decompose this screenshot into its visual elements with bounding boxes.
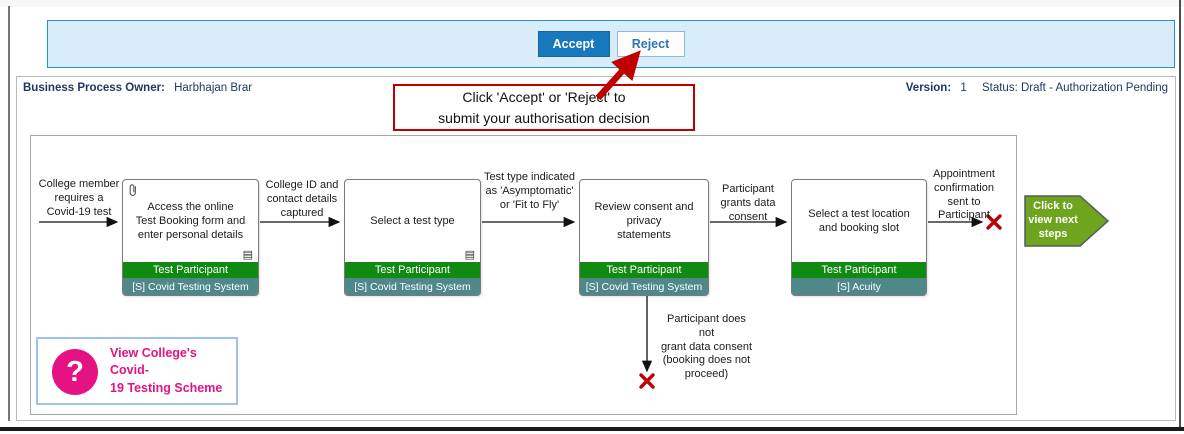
covid-scheme-help-box[interactable]: ? View College's Covid- 19 Testing Schem… bbox=[36, 337, 238, 405]
callout-arrow-icon bbox=[595, 50, 641, 101]
window-top-strip bbox=[0, 0, 1184, 7]
flow-connectors bbox=[39, 214, 1002, 389]
notes-icon: ▤ bbox=[464, 248, 475, 261]
version-status: Version: 1 Status: Draft - Authorization… bbox=[816, 82, 1168, 94]
question-mark-icon: ? bbox=[52, 349, 98, 395]
system-band: [S] Covid Testing System bbox=[580, 278, 708, 295]
next-steps-label[interactable]: Click to view next steps bbox=[1028, 200, 1078, 240]
window-right-edge bbox=[1179, 0, 1181, 427]
process-step-access-booking-form[interactable]: Access the online Test Booking form and … bbox=[122, 179, 259, 296]
process-step-select-test-type[interactable]: Select a test type ▤ Test Participant [S… bbox=[344, 179, 481, 296]
help-link-label[interactable]: View College's Covid- 19 Testing Scheme bbox=[110, 345, 223, 395]
process-step-select-location[interactable]: Select a test location and booking slot … bbox=[791, 179, 927, 296]
process-diagram: College member requires a Covid-19 test … bbox=[30, 135, 1017, 415]
step-title: Review consent and privacy statements bbox=[594, 200, 694, 242]
system-band: [S] Acuity bbox=[792, 278, 926, 295]
notes-icon: ▤ bbox=[242, 248, 253, 261]
accept-button[interactable]: Accept bbox=[537, 31, 610, 57]
owner-value: Harbhajan Brar bbox=[174, 82, 253, 94]
flow-lines bbox=[39, 216, 984, 373]
attachment-paperclip-icon bbox=[129, 184, 136, 196]
flow-label: College ID and contact details captured bbox=[265, 179, 339, 219]
start-event-label: College member requires a Covid-19 test bbox=[38, 178, 120, 218]
owner-label: Business Process Owner: bbox=[23, 82, 165, 94]
version-value: 1 bbox=[960, 82, 967, 94]
actor-band: Test Participant bbox=[345, 262, 480, 278]
flow-label: Test type indicated as 'Asymptomatic' or… bbox=[483, 171, 576, 211]
business-process-owner: Business Process Owner: Harbhajan Brar bbox=[23, 82, 252, 94]
step-title: Access the online Test Booking form and … bbox=[135, 200, 246, 242]
step-title: Select a test location and booking slot bbox=[808, 207, 910, 234]
window-left-edge bbox=[8, 6, 10, 421]
actor-band: Test Participant bbox=[580, 262, 708, 278]
authorisation-callout: Click 'Accept' or 'Reject' to submit you… bbox=[393, 84, 695, 131]
system-band: [S] Covid Testing System bbox=[123, 278, 258, 295]
no-proceed-x-icon bbox=[639, 373, 655, 389]
status-text: Status: Draft - Authorization Pending bbox=[981, 82, 1168, 94]
version-label: Version: bbox=[905, 82, 952, 94]
actor-band: Test Participant bbox=[792, 262, 926, 278]
end-x-icon bbox=[986, 214, 1002, 230]
step-title: Select a test type bbox=[370, 214, 455, 227]
next-steps-chevron[interactable] bbox=[1024, 195, 1114, 247]
process-step-review-consent[interactable]: Review consent and privacy statements Te… bbox=[579, 179, 709, 296]
flow-label: Appointment confirmation sent to Partici… bbox=[933, 168, 995, 222]
flow-label: Participant grants data consent bbox=[720, 183, 776, 223]
system-band: [S] Covid Testing System bbox=[345, 278, 480, 295]
no-consent-flow-label: Participant does not grant data consent … bbox=[660, 313, 753, 380]
actor-band: Test Participant bbox=[123, 262, 258, 278]
window-bottom-edge bbox=[0, 427, 1184, 431]
